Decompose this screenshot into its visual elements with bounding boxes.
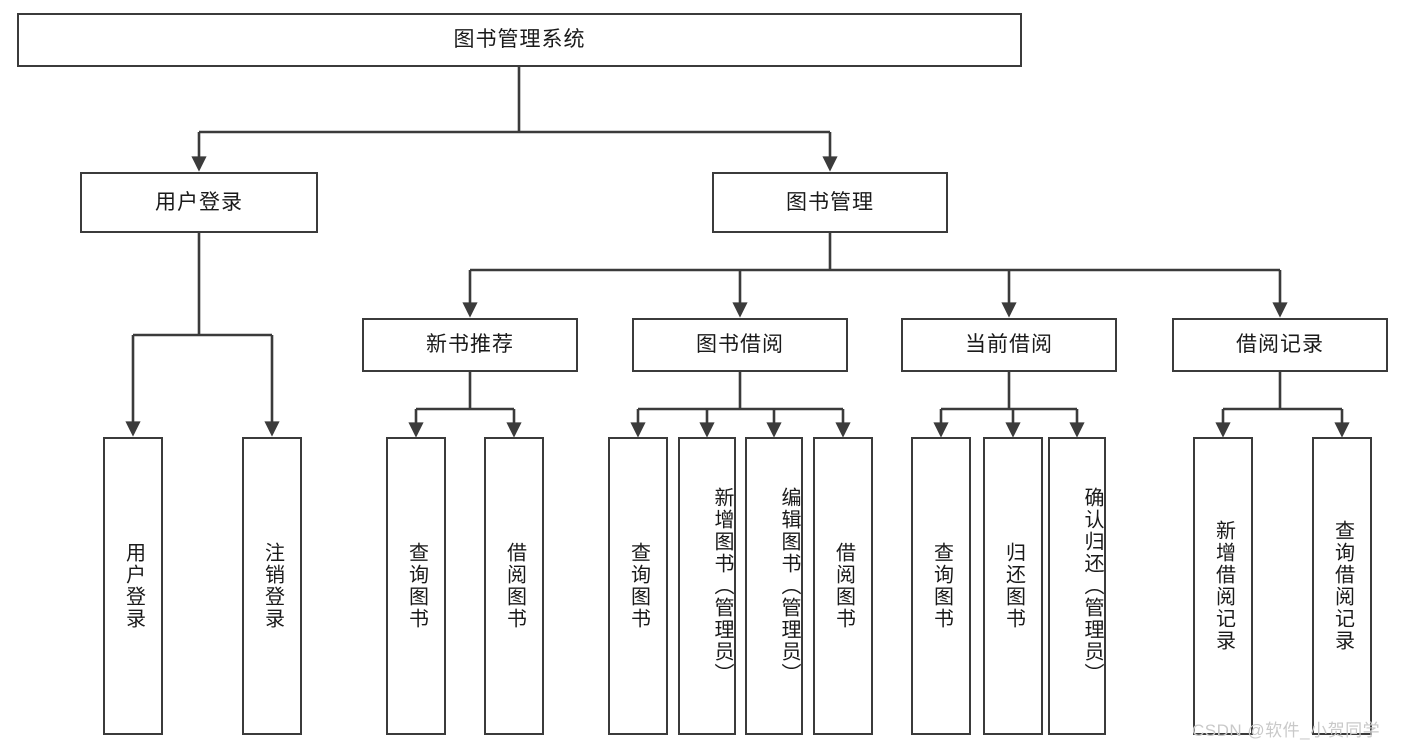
node-borrow-record-label: 借阅记录: [1236, 333, 1324, 357]
node-root-label: 图书管理系统: [453, 28, 586, 52]
leaf-borrow-book-1-label: 借阅图书: [503, 542, 526, 630]
node-user-login[interactable]: 用户登录: [80, 172, 318, 233]
node-current-borrow-label: 当前借阅: [965, 333, 1053, 357]
leaf-user-login[interactable]: 用户登录: [103, 437, 163, 735]
node-borrow-record[interactable]: 借阅记录: [1172, 318, 1388, 372]
leaf-add-book[interactable]: 新增图书（管理员）: [678, 437, 736, 735]
leaf-add-book-label: 新增图书（管理员）: [711, 487, 733, 685]
node-new-book-recommend-label: 新书推荐: [426, 333, 514, 357]
csdn-watermark: CSDN @软件_小贺同学: [1192, 721, 1381, 740]
node-book-manage[interactable]: 图书管理: [712, 172, 948, 233]
leaf-borrow-book-2-label: 借阅图书: [832, 542, 855, 630]
leaf-query-book-1-label: 查询图书: [405, 542, 428, 630]
leaf-add-record[interactable]: 新增借阅记录: [1193, 437, 1253, 735]
leaf-logout[interactable]: 注销登录: [242, 437, 302, 735]
leaf-borrow-book-1[interactable]: 借阅图书: [484, 437, 544, 735]
node-book-borrow[interactable]: 图书借阅: [632, 318, 848, 372]
leaf-borrow-book-2[interactable]: 借阅图书: [813, 437, 873, 735]
leaf-edit-book-label: 编辑图书（管理员）: [778, 487, 800, 685]
node-book-manage-label: 图书管理: [786, 190, 874, 214]
leaf-return-book-label: 归还图书: [1002, 542, 1025, 630]
node-current-borrow[interactable]: 当前借阅: [901, 318, 1117, 372]
leaf-confirm-return-label: 确认归还（管理员）: [1081, 487, 1103, 685]
leaf-query-record[interactable]: 查询借阅记录: [1312, 437, 1372, 735]
node-new-book-recommend[interactable]: 新书推荐: [362, 318, 578, 372]
leaf-edit-book[interactable]: 编辑图书（管理员）: [745, 437, 803, 735]
leaf-query-book-1[interactable]: 查询图书: [386, 437, 446, 735]
leaf-query-book-2[interactable]: 查询图书: [608, 437, 668, 735]
leaf-add-record-label: 新增借阅记录: [1212, 520, 1235, 652]
leaf-logout-label: 注销登录: [261, 542, 284, 630]
node-root[interactable]: 图书管理系统: [17, 13, 1022, 67]
leaf-query-book-3[interactable]: 查询图书: [911, 437, 971, 735]
node-book-borrow-label: 图书借阅: [696, 333, 784, 357]
leaf-confirm-return[interactable]: 确认归还（管理员）: [1048, 437, 1106, 735]
leaf-user-login-label: 用户登录: [122, 542, 145, 630]
leaf-return-book[interactable]: 归还图书: [983, 437, 1043, 735]
leaf-query-book-2-label: 查询图书: [627, 542, 650, 630]
leaf-query-record-label: 查询借阅记录: [1331, 520, 1354, 652]
leaf-query-book-3-label: 查询图书: [930, 542, 953, 630]
node-user-login-label: 用户登录: [155, 190, 243, 214]
